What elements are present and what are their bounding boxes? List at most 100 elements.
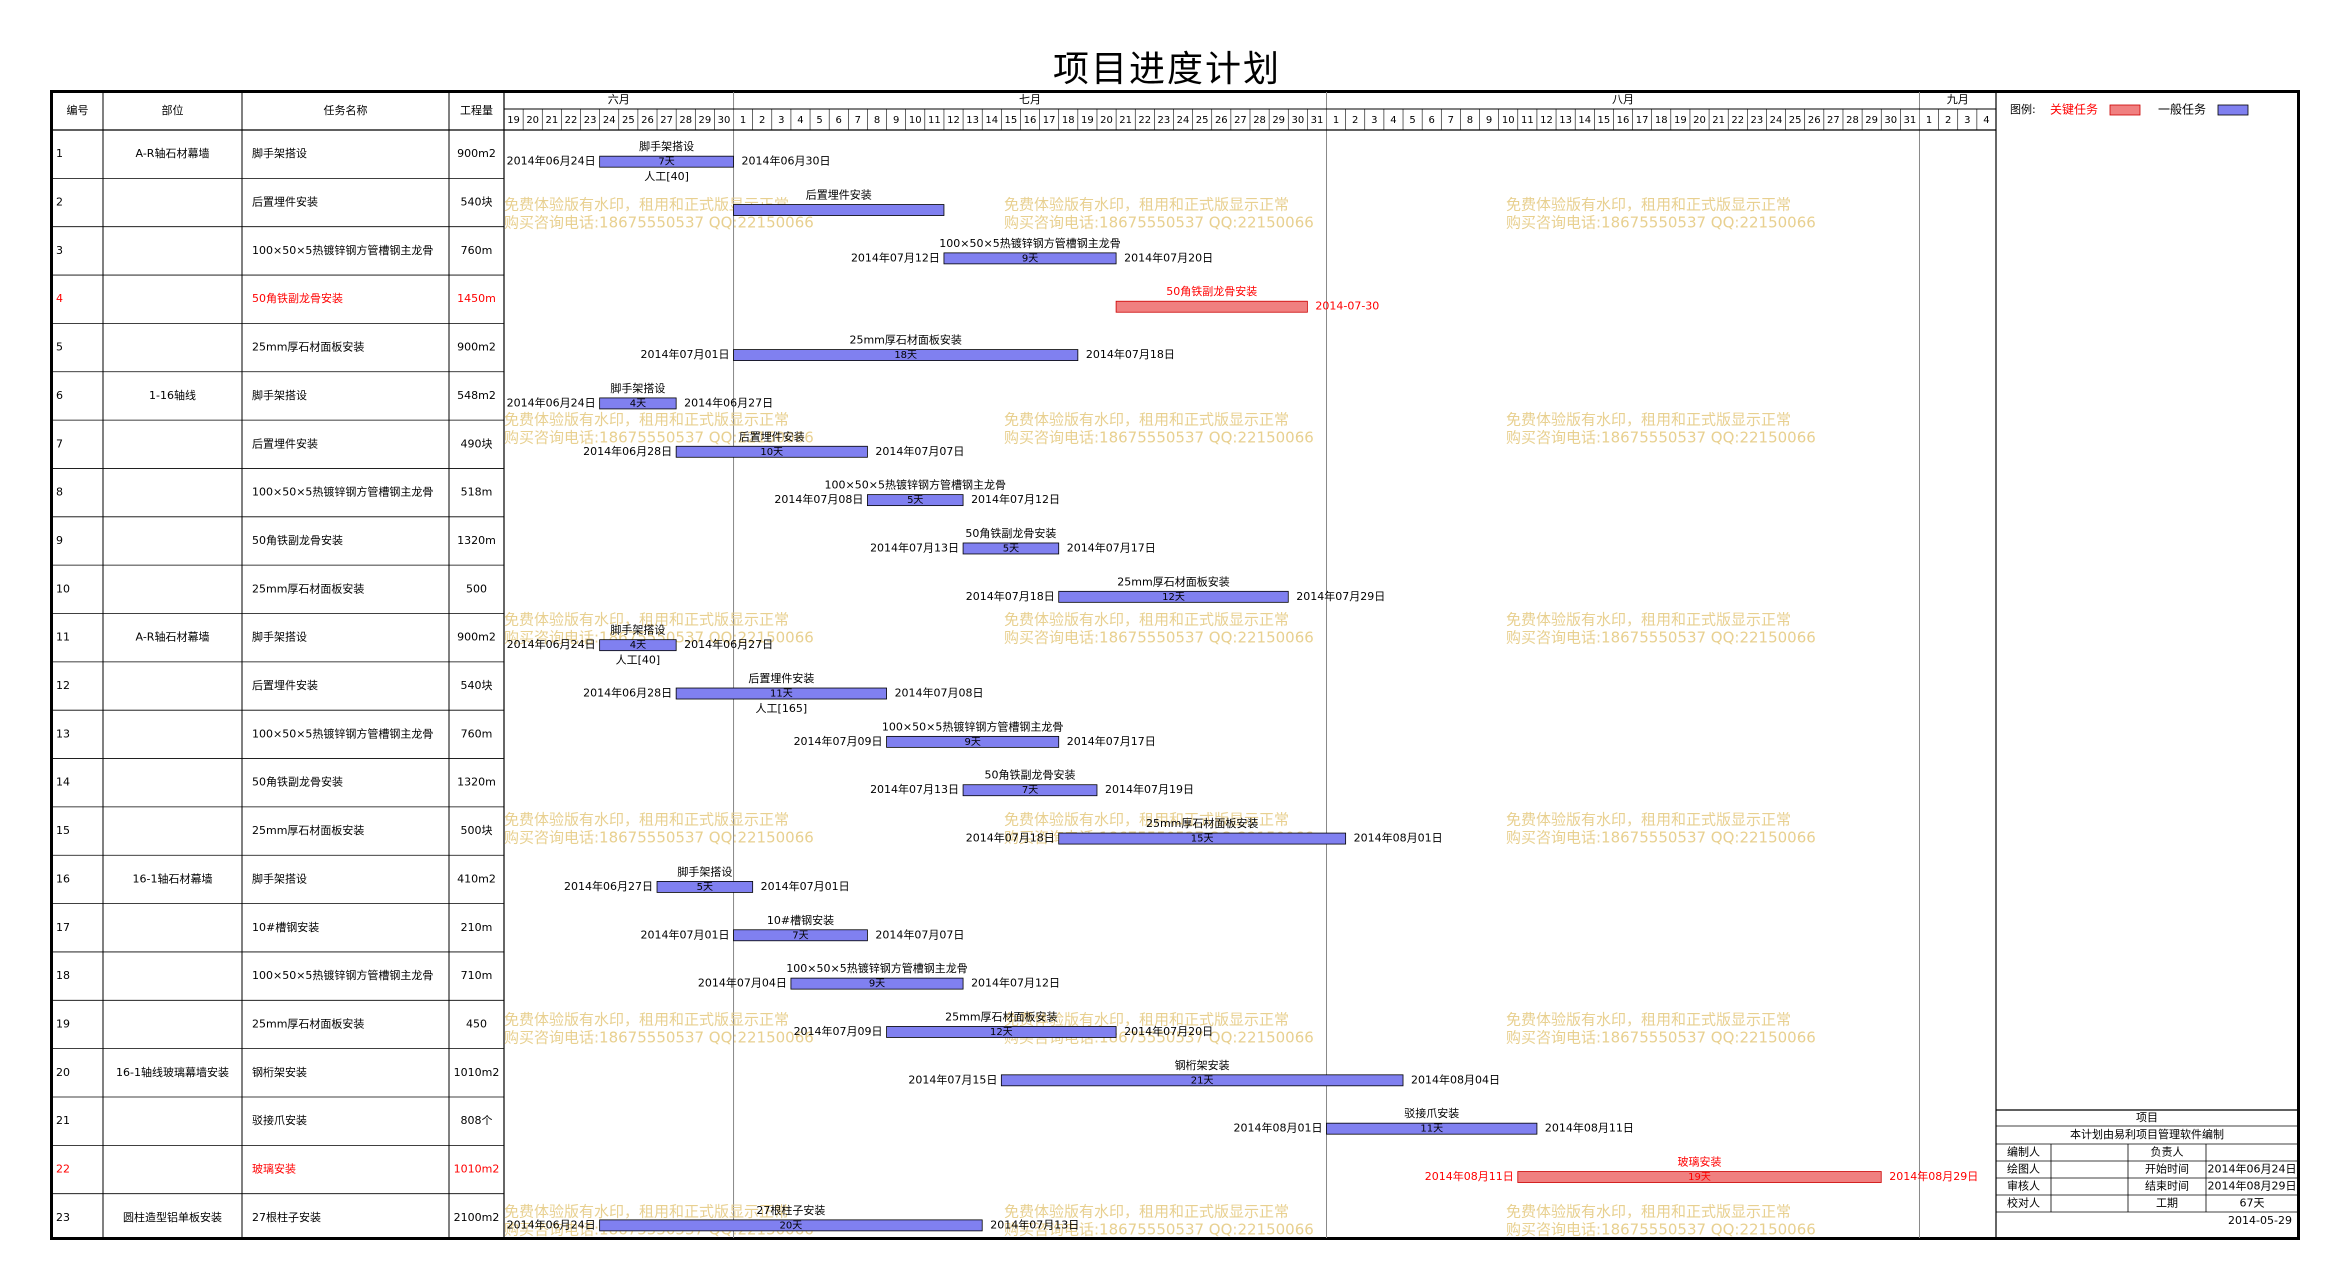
day-label: 23 <box>1158 115 1171 126</box>
watermark-text: 免费体验版有水印，租用和正式版显示正常 <box>504 811 789 829</box>
day-label: 29 <box>698 115 711 126</box>
bar-duration-label: 4天 <box>630 398 646 409</box>
task-part: 圆柱造型铝单板安装 <box>123 1210 222 1224</box>
month-label: 七月 <box>1019 93 1041 106</box>
task-id: 2 <box>56 196 63 209</box>
day-label: 30 <box>718 115 731 126</box>
watermark-text: 购买咨询电话:18675550537 QQ:22150066 <box>1506 1221 1816 1239</box>
day-label: 21 <box>1712 115 1725 126</box>
task-id: 7 <box>56 437 63 450</box>
day-label: 19 <box>1674 115 1687 126</box>
watermark-text: 购买咨询电话:18675550537 QQ:22150066 <box>504 214 814 232</box>
task-bar <box>1000 1074 1404 1087</box>
task-id: 4 <box>56 292 63 305</box>
bar-duration-label: 12天 <box>990 1027 1013 1038</box>
watermark-text: 购买咨询电话:18675550537 QQ:22150066 <box>1004 629 1314 647</box>
bar-task-label: 50角铁副龙骨安装 <box>985 768 1076 782</box>
bar-duration-label: 15天 <box>1191 834 1214 845</box>
task-name: 玻璃安装 <box>252 1162 296 1176</box>
bar-start-label: 2014年08月11日 <box>1425 1169 1514 1183</box>
bar-end-label: 2014-07-30 <box>1315 300 1379 313</box>
day-label: 30 <box>1884 115 1897 126</box>
bar-start-label: 2014年07月18日 <box>966 831 1055 845</box>
day-label: 24 <box>1177 115 1190 126</box>
task-id: 20 <box>56 1066 70 1079</box>
task-qty: 540块 <box>461 196 493 209</box>
watermark-text: 免费体验版有水印，租用和正式版显示正常 <box>1004 611 1289 629</box>
header-part: 部位 <box>162 103 184 117</box>
day-label: 31 <box>1904 115 1917 126</box>
task-bar <box>599 639 677 652</box>
task-name: 50角铁副龙骨安装 <box>252 291 343 305</box>
day-label: 10 <box>909 115 922 126</box>
day-label: 10 <box>1502 115 1515 126</box>
task-qty: 500块 <box>461 824 493 837</box>
bar-end-label: 2014年07月07日 <box>875 927 964 941</box>
bar-task-label: 100×50×5热镀锌钢方管槽钢主龙骨 <box>939 236 1120 250</box>
task-name: 25mm厚石材面板安装 <box>252 1016 364 1030</box>
task-qty: 548m2 <box>457 389 496 402</box>
day-label: 16 <box>1617 115 1630 126</box>
task-name: 100×50×5热镀锌钢方管槽钢主龙骨 <box>252 243 433 257</box>
day-label: 26 <box>641 115 654 126</box>
task-name: 后置埋件安装 <box>252 195 318 209</box>
task-name: 钢桁架安装 <box>252 1065 307 1079</box>
watermark-text: 免费体验版有水印，租用和正式版显示正常 <box>504 196 789 214</box>
task-name: 27根柱子安装 <box>252 1210 321 1224</box>
month-label: 六月 <box>608 93 630 106</box>
bar-end-label: 2014年07月12日 <box>971 976 1060 990</box>
task-qty: 710m <box>461 969 493 982</box>
info-cell: 开始时间 <box>2145 1162 2189 1176</box>
legend-critical-label: 关键任务 <box>2050 102 2098 117</box>
task-name: 10#槽钢安装 <box>252 920 319 934</box>
task-id: 21 <box>56 1114 70 1127</box>
info-cell: 工期 <box>2156 1197 2178 1210</box>
day-label: 5 <box>1409 115 1415 126</box>
watermark-text: 购买咨询电话:18675550537 QQ:22150066 <box>504 629 814 647</box>
bar-duration-label: 9天 <box>869 979 885 990</box>
day-label: 27 <box>1234 115 1247 126</box>
day-label: 2 <box>1945 115 1951 126</box>
bar-task-label: 50角铁副龙骨安装 <box>1166 284 1257 298</box>
bar-task-label: 10#槽钢安装 <box>767 913 834 927</box>
bar-duration-label: 12天 <box>1162 592 1185 603</box>
bar-duration-label: 7天 <box>1022 785 1038 796</box>
bar-duration-label: 5天 <box>697 882 713 893</box>
bar-duration-label: 4天 <box>630 640 646 651</box>
day-label: 8 <box>1467 115 1473 126</box>
task-qty: 490块 <box>461 437 493 450</box>
bar-start-label: 2014年06月24日 <box>507 1217 596 1231</box>
bar-duration-label: 20天 <box>780 1220 803 1231</box>
task-bar <box>675 687 887 700</box>
watermark-text: 免费体验版有水印，租用和正式版显示正常 <box>1506 811 1791 829</box>
bar-task-label: 驳接爪安装 <box>1404 1106 1459 1120</box>
bar-start-label: 2014年07月18日 <box>966 589 1055 603</box>
task-part: A-R轴石材幕墙 <box>136 630 210 644</box>
task-name: 驳接爪安装 <box>252 1113 307 1127</box>
bar-end-label: 2014年07月13日 <box>990 1217 1079 1231</box>
task-name: 25mm厚石材面板安装 <box>252 340 364 354</box>
day-label: 25 <box>1789 115 1802 126</box>
info-subtitle: 本计划由易利项目管理软件编制 <box>2070 1127 2224 1141</box>
task-bar <box>733 349 1079 361</box>
day-label: 22 <box>1731 115 1744 126</box>
task-name: 脚手架搭设 <box>252 871 307 885</box>
day-label: 25 <box>622 115 635 126</box>
bar-end-label: 2014年06月30日 <box>742 154 831 168</box>
watermark-text: 免费体验版有水印，租用和正式版显示正常 <box>504 1203 789 1221</box>
day-label: 28 <box>1846 115 1859 126</box>
day-label: 5 <box>816 115 822 126</box>
bar-start-label: 2014年07月01日 <box>641 927 730 941</box>
task-bar <box>886 1026 1117 1038</box>
watermark-text: 购买咨询电话:18675550537 QQ:22150066 <box>1004 1221 1314 1239</box>
header-task: 任务名称 <box>324 103 368 117</box>
bar-start-label: 2014年07月09日 <box>794 734 883 748</box>
watermark-text: 免费体验版有水印，租用和正式版显示正常 <box>1004 196 1289 214</box>
bar-end-label: 2014年07月20日 <box>1124 1024 1213 1038</box>
bar-task-label: 25mm厚石材面板安装 <box>945 1009 1057 1023</box>
page-title: 项目进度计划 <box>1052 49 1281 90</box>
day-label: 12 <box>947 115 960 126</box>
task-bar <box>599 155 734 168</box>
bar-task-label: 脚手架搭设 <box>610 381 665 395</box>
gantt-frame <box>50 90 2300 1240</box>
